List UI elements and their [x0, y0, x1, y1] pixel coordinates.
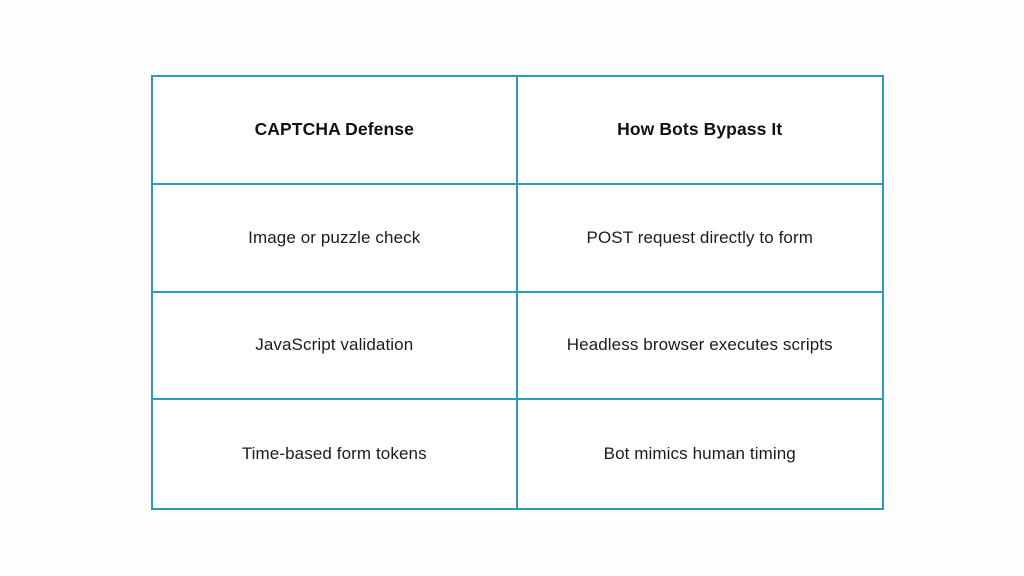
table-header-captcha-defense: CAPTCHA Defense	[153, 77, 518, 185]
captcha-defense-table: CAPTCHA Defense How Bots Bypass It Image…	[151, 75, 884, 510]
table-cell-defense-3: Time-based form tokens	[153, 400, 518, 508]
table-header-how-bots-bypass: How Bots Bypass It	[517, 77, 882, 185]
table-cell-bypass-3: Bot mimics human timing	[603, 444, 796, 464]
table-cell-defense-2: JavaScript validation	[153, 292, 518, 401]
table-cell-bypass-1: POST request directly to form	[517, 185, 882, 293]
table-cell-defense-1: Image or puzzle check	[153, 184, 518, 293]
table-cell-bypass-2: Headless browser executes scripts	[517, 293, 882, 401]
